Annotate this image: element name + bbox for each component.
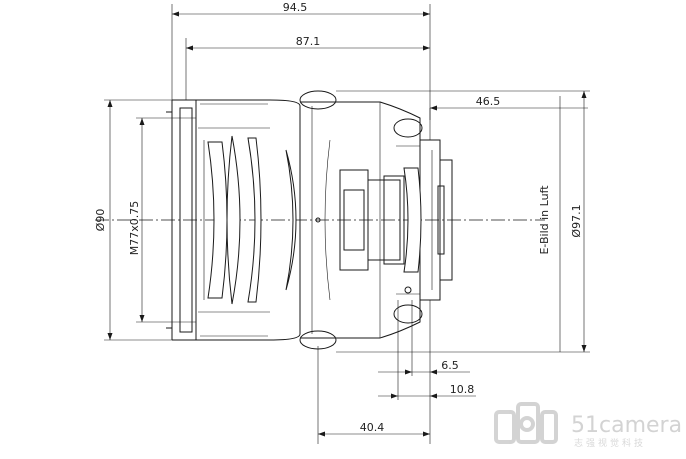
dim-label-d97-1: Ø97.1 bbox=[570, 204, 583, 237]
dim-label-m77: M77x0.75 bbox=[128, 201, 141, 256]
front-barrel bbox=[196, 99, 301, 341]
rim-knobs bbox=[299, 90, 423, 350]
watermark-tagline: 志强视觉科技 bbox=[574, 437, 646, 449]
front-lens-group bbox=[198, 127, 270, 313]
dim-label-87-1: 87.1 bbox=[296, 35, 321, 48]
dim-overall-length: 94.5 bbox=[171, 1, 431, 140]
dim-label-40-4: 40.4 bbox=[360, 421, 385, 434]
dim-length-no-cap: 87.1 bbox=[185, 35, 430, 100]
dim-flange-offset: 46.5 bbox=[429, 95, 588, 120]
dim-mount-lengths: 6.5 10.8 bbox=[378, 300, 476, 444]
dim-filter-thread: M77x0.75 bbox=[128, 117, 172, 323]
dim-label-94-5: 94.5 bbox=[283, 1, 308, 14]
dim-label-10-8: 10.8 bbox=[450, 383, 475, 396]
dim-label-46-5: 46.5 bbox=[476, 95, 501, 108]
dim-max-diameter: Ø97.1 bbox=[336, 90, 590, 353]
watermark-logo-icon bbox=[494, 402, 558, 444]
dim-front-diameter: Ø90 bbox=[94, 99, 172, 341]
dim-label-d90: Ø90 bbox=[94, 209, 107, 232]
watermark: 51camera 志强视觉科技 bbox=[494, 402, 682, 449]
front-ring bbox=[166, 99, 197, 341]
image-plane-label: E-Bild in Luft bbox=[538, 185, 551, 255]
image-plane: E-Bild in Luft bbox=[538, 96, 561, 352]
dim-body-to-mount: 40.4 bbox=[317, 346, 430, 444]
watermark-brand: 51camera bbox=[571, 413, 682, 438]
dim-label-6-5: 6.5 bbox=[441, 359, 459, 372]
middle-lens-group bbox=[285, 149, 422, 291]
